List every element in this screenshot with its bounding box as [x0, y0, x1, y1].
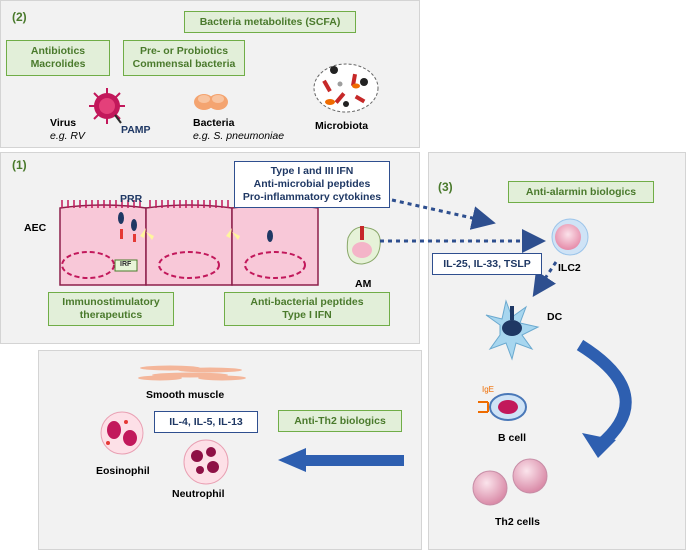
anti-th2-box: Anti-Th2 biologics	[278, 410, 402, 432]
anti-alarmin-text: Anti-alarmin biologics	[525, 185, 637, 198]
bacteria-example: e.g. S. pneumoniae	[193, 130, 285, 142]
probiotics-box: Pre- or Probiotics Commensal bacteria	[123, 40, 245, 76]
panel-2-number: (2)	[12, 10, 27, 24]
virus-example: e.g. RV	[50, 130, 85, 142]
antibact-line1: Anti-bacterial peptides	[250, 296, 364, 308]
panel-3-number: (3)	[438, 180, 453, 194]
ifn-line3: Pro-inflammatory cytokines	[242, 191, 382, 203]
anti-alarmin-box: Anti-alarmin biologics	[508, 181, 654, 203]
pamp-label: PAMP	[121, 124, 151, 136]
bacteria-icon	[194, 94, 228, 110]
ifn-box: Type I and III IFN Anti-microbial peptid…	[234, 161, 390, 208]
smooth-muscle-label: Smooth muscle	[146, 389, 225, 401]
ige-label: IgE	[482, 385, 495, 394]
bacteria-label: Bacteria	[193, 117, 235, 129]
ifn-line2: Anti-microbial peptides	[253, 178, 371, 190]
immunostimulatory-box: Immunostimulatory therapeutics	[48, 292, 174, 326]
smooth-muscle-icon	[138, 365, 246, 381]
ifn-line1: Type I and III IFN	[270, 165, 354, 177]
metabolites-box: Bacteria metabolites (SCFA)	[184, 11, 356, 33]
neutrophil-label: Neutrophil	[172, 488, 225, 500]
probiotics-line2: Commensal bacteria	[132, 58, 236, 70]
probiotics-line1: Pre- or Probiotics	[139, 45, 229, 57]
am-label: AM	[355, 278, 372, 290]
neutrophil-icon	[183, 439, 229, 485]
arrow-ifn-to-ilc2	[391, 198, 496, 230]
alveolar-macrophage-icon	[346, 226, 381, 265]
microbiota-label: Microbiota	[315, 120, 369, 132]
antibiotics-box: Antibiotics Macrolides	[6, 40, 110, 76]
th2-cells-icon	[472, 458, 548, 506]
immuno-line1: Immunostimulatory	[62, 296, 160, 308]
arrow-ilc2-dc	[532, 261, 558, 297]
antibiotics-line1: Antibiotics	[30, 45, 86, 57]
left-arrow-icon	[278, 448, 404, 472]
immuno-line2: therapeutics	[79, 309, 143, 321]
antibacterial-box: Anti-bacterial peptides Type I IFN	[224, 292, 390, 326]
antibact-line2: Type I IFN	[282, 309, 332, 321]
th2-label: Th2 cells	[495, 516, 540, 528]
il4-text: IL-4, IL-5, IL-13	[169, 415, 243, 428]
ilc2-label: ILC2	[558, 262, 581, 274]
b-cell-icon	[478, 393, 527, 421]
bcell-label: B cell	[498, 432, 527, 444]
curved-arrow-dc-to-bcell	[576, 339, 632, 450]
virus-icon	[89, 88, 125, 124]
eosinophil-label: Eosinophil	[96, 465, 150, 477]
aec-label: AEC	[24, 222, 47, 234]
dc-label: DC	[547, 311, 563, 323]
il25-text: IL-25, IL-33, TSLP	[443, 257, 531, 270]
panel-effector	[38, 350, 422, 550]
microbiota-icon	[313, 63, 379, 113]
dendritic-cell-icon	[485, 299, 540, 361]
il4-box: IL-4, IL-5, IL-13	[154, 411, 258, 433]
eosinophil-icon	[100, 411, 144, 455]
irf-label: IRF	[120, 261, 132, 268]
antibiotics-line2: Macrolides	[30, 58, 86, 70]
epithelial-cell-layer	[59, 200, 319, 286]
prr-label: PRR	[120, 193, 143, 205]
virus-label: Virus	[50, 117, 77, 129]
il25-box: IL-25, IL-33, TSLP	[432, 253, 542, 275]
ilc2-cell-icon	[551, 218, 589, 256]
anti-th2-text: Anti-Th2 biologics	[294, 414, 386, 427]
metabolites-text: Bacteria metabolites (SCFA)	[199, 15, 341, 28]
panel-1-number: (1)	[12, 158, 27, 172]
